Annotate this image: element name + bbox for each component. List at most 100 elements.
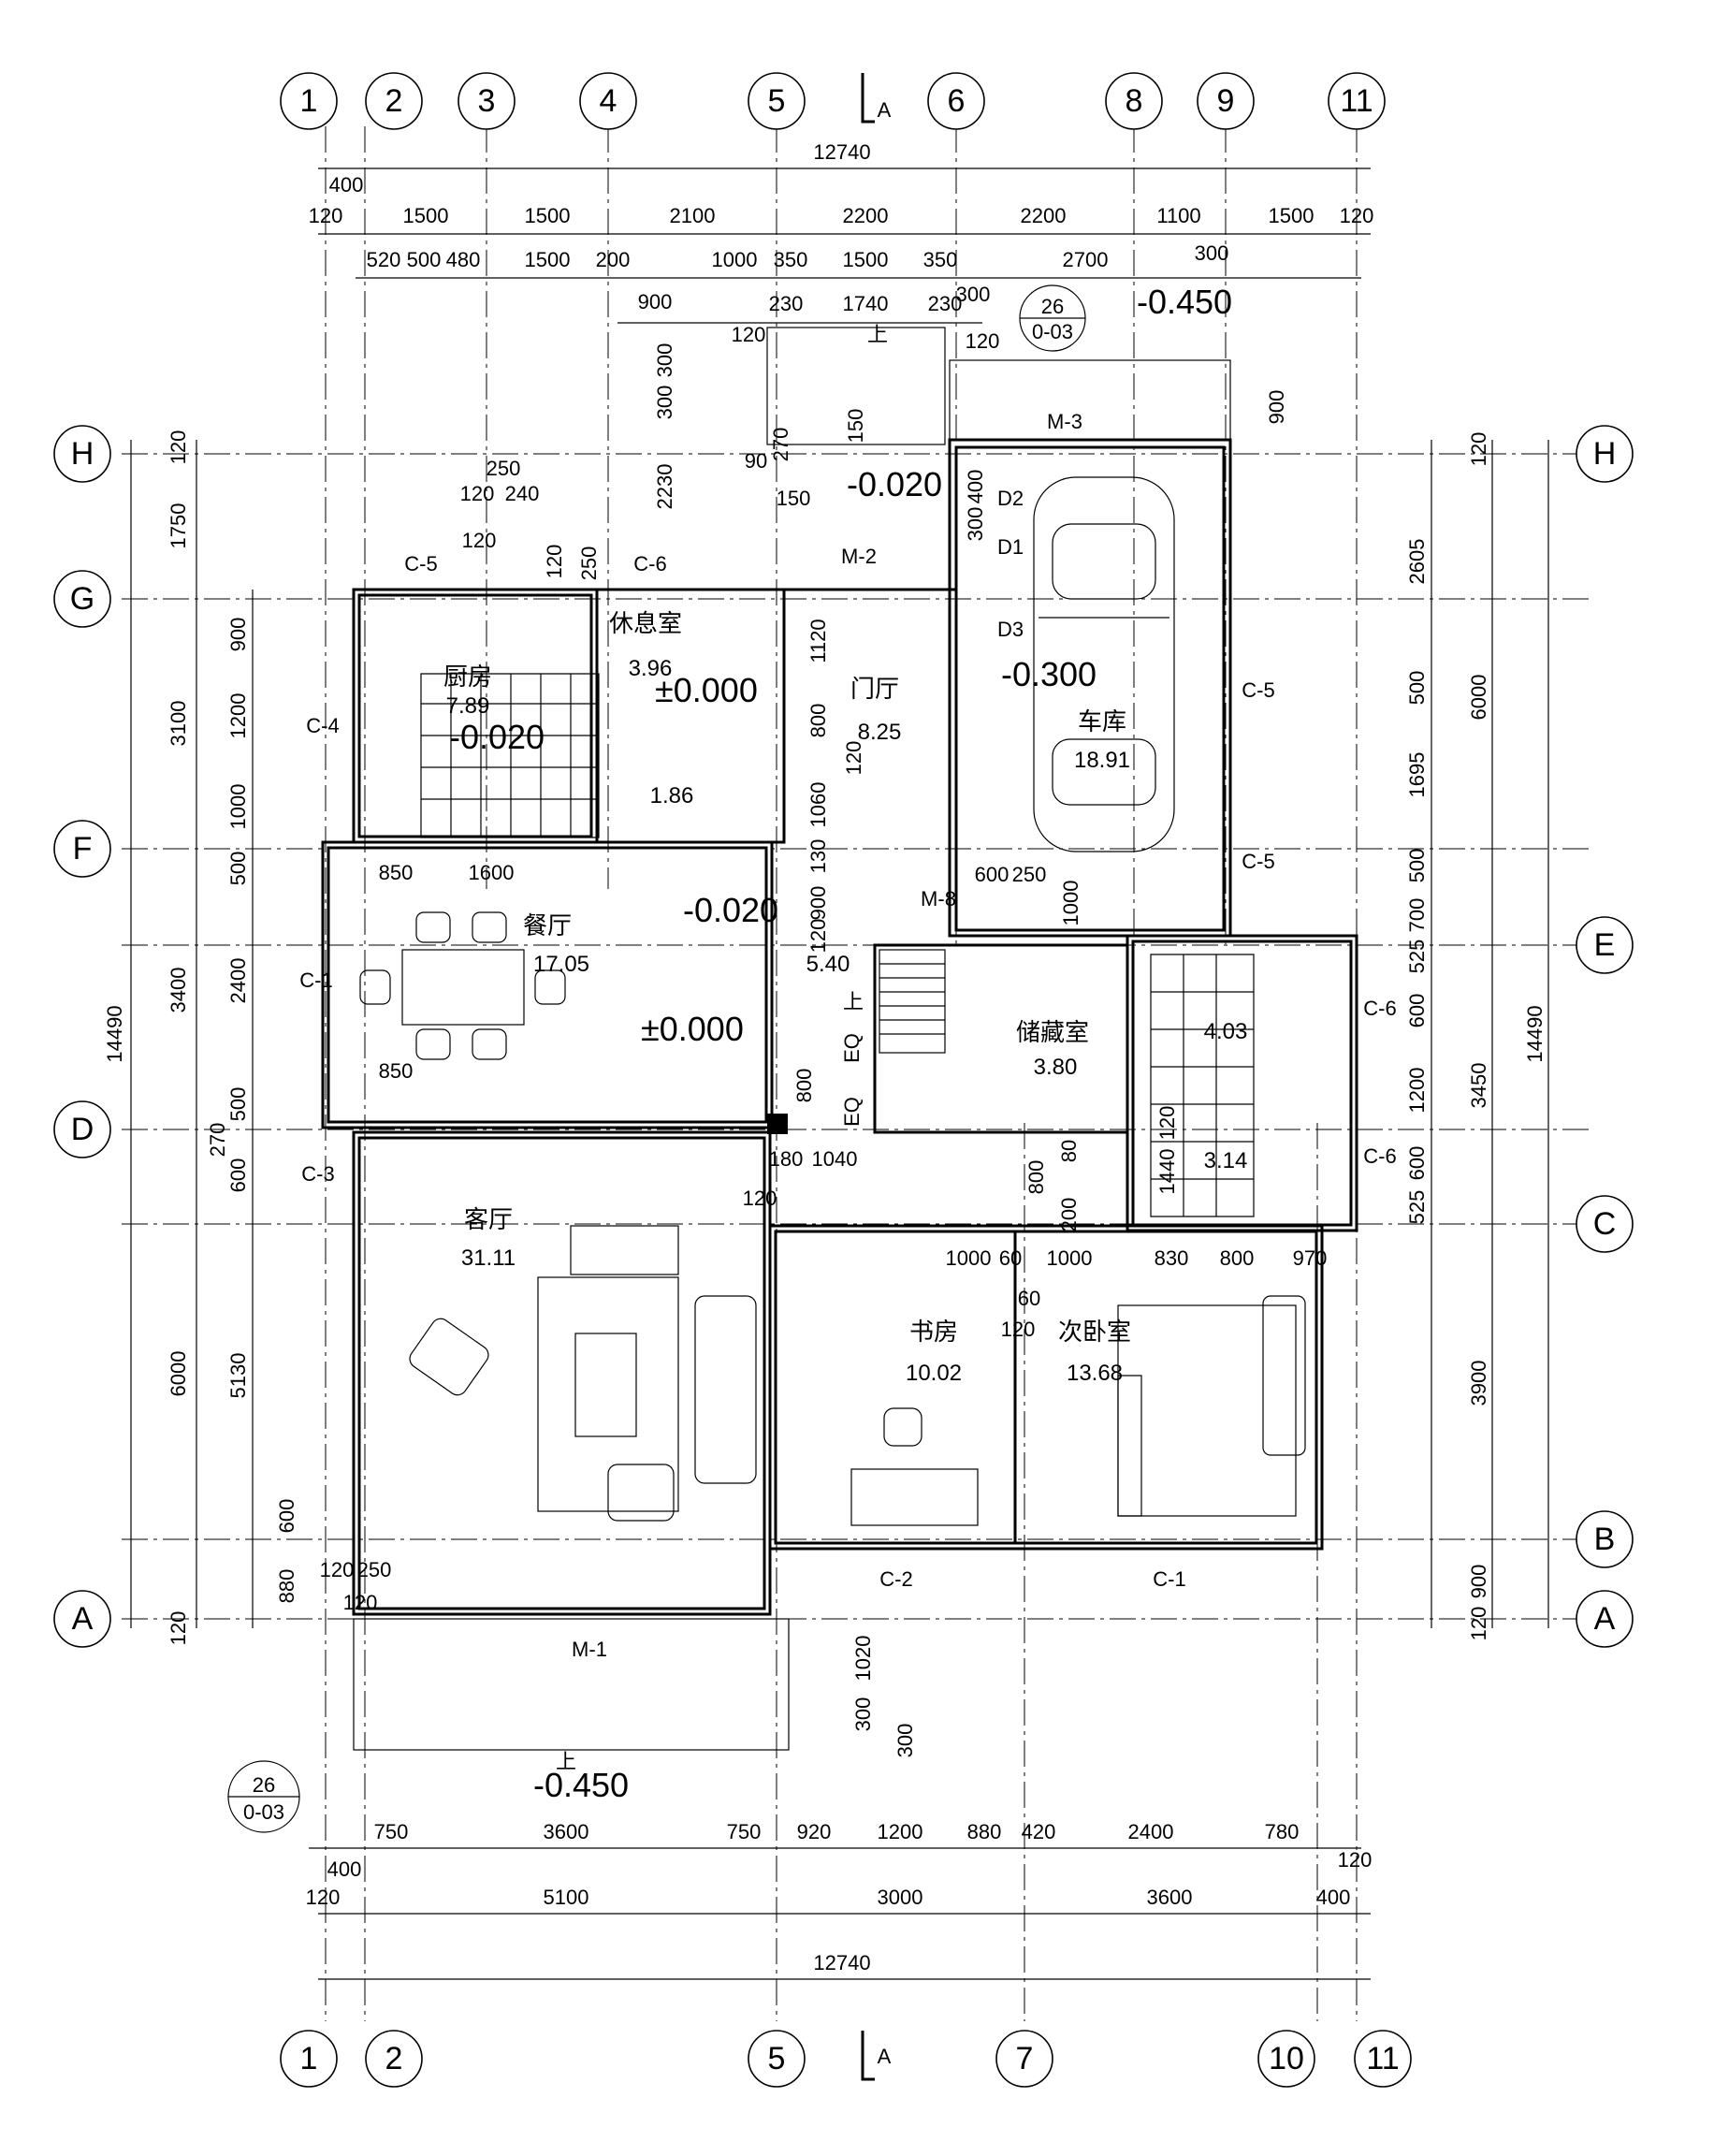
opening-labels: C-5 C-6 C-4 C-1 C-3 C-5 C-5 C-6 C-6 C-2 … [299, 323, 1396, 1773]
svg-text:350: 350 [774, 248, 808, 271]
svg-text:250: 250 [357, 1558, 392, 1581]
axis-bubbles-right: H E C B A [1576, 425, 1634, 1648]
svg-text:270: 270 [769, 428, 792, 462]
svg-text:±0.000: ±0.000 [655, 671, 758, 709]
svg-text:1020: 1020 [851, 1636, 875, 1682]
detail-ref-bottom-num: 26 [253, 1773, 275, 1797]
svg-text:3450: 3450 [1467, 1063, 1490, 1109]
svg-text:1200: 1200 [1405, 1068, 1429, 1114]
room-name-storage: 储藏室 [1016, 1018, 1089, 1046]
svg-text:120: 120 [1467, 432, 1490, 467]
svg-text:A: A [72, 1601, 94, 1637]
svg-text:400: 400 [964, 470, 987, 504]
svg-text:300: 300 [851, 1697, 875, 1732]
room-name-living: 客厅 [464, 1205, 513, 1233]
svg-text:7.89: 7.89 [446, 693, 490, 719]
tile-hatching [420, 673, 1255, 1217]
svg-text:4: 4 [600, 83, 617, 119]
elevations: -0.450 -0.020 ±0.000 -0.300 -0.020 -0.02… [449, 283, 1232, 1804]
svg-text:1060: 1060 [806, 782, 830, 828]
svg-text:400: 400 [329, 173, 364, 197]
svg-text:120: 120 [732, 323, 766, 346]
svg-text:780: 780 [1265, 1820, 1300, 1843]
svg-text:400: 400 [327, 1857, 362, 1881]
svg-text:1500: 1500 [525, 248, 571, 271]
svg-text:900: 900 [1467, 1565, 1490, 1599]
svg-text:850: 850 [379, 1059, 414, 1083]
svg-text:120: 120 [1467, 1607, 1490, 1641]
axis-top-2: 2 [365, 72, 423, 130]
room-name-study: 书房 [909, 1318, 958, 1346]
svg-text:920: 920 [797, 1820, 832, 1843]
svg-text:M-3: M-3 [1047, 410, 1082, 433]
svg-text:5: 5 [768, 2041, 786, 2076]
svg-text:150: 150 [844, 409, 867, 444]
svg-text:800: 800 [1024, 1160, 1048, 1195]
svg-text:1000: 1000 [712, 248, 758, 271]
svg-text:2605: 2605 [1405, 539, 1429, 585]
svg-text:600: 600 [226, 1158, 250, 1193]
room-name-garage: 车库 [1078, 707, 1126, 736]
svg-text:500: 500 [407, 248, 442, 271]
svg-text:F: F [73, 831, 93, 867]
detail-ref-top-sheet: 0-03 [1032, 320, 1073, 343]
room-name-entrance: 门厅 [850, 675, 899, 703]
svg-text:150: 150 [777, 487, 811, 510]
svg-text:1440: 1440 [1155, 1149, 1179, 1195]
dimension-lines [130, 168, 1549, 1980]
svg-text:120: 120 [743, 1187, 777, 1210]
svg-text:C-1: C-1 [1153, 1567, 1185, 1591]
axis-right-E: E [1576, 916, 1634, 974]
svg-text:10.02: 10.02 [906, 1361, 962, 1386]
svg-text:1: 1 [300, 83, 318, 119]
svg-text:1000: 1000 [946, 1246, 992, 1270]
column-marker [767, 1114, 788, 1134]
svg-text:C-5: C-5 [1242, 678, 1274, 702]
svg-text:800: 800 [792, 1069, 816, 1103]
svg-text:120: 120 [806, 919, 830, 954]
svg-text:525: 525 [1405, 1190, 1429, 1225]
svg-text:1000: 1000 [1059, 881, 1082, 926]
svg-text:120: 120 [966, 329, 1000, 353]
axis-top-6: 6 [927, 72, 985, 130]
svg-text:5: 5 [768, 83, 786, 119]
svg-text:800: 800 [1220, 1246, 1255, 1270]
room-name-second-bedroom: 次卧室 [1058, 1318, 1131, 1346]
svg-text:3.96: 3.96 [629, 656, 673, 681]
svg-text:1500: 1500 [1269, 204, 1315, 227]
svg-text:750: 750 [374, 1820, 409, 1843]
area-bathroom-2: 3.14 [1204, 1148, 1248, 1173]
svg-text:3.80: 3.80 [1034, 1055, 1078, 1080]
svg-text:180: 180 [769, 1147, 804, 1171]
svg-text:1500: 1500 [843, 248, 889, 271]
svg-text:1: 1 [300, 2041, 318, 2076]
svg-text:C-6: C-6 [1363, 1144, 1396, 1168]
svg-text:1000: 1000 [1047, 1246, 1093, 1270]
svg-text:130: 130 [806, 839, 830, 874]
svg-text:200: 200 [596, 248, 631, 271]
axis-left-F: F [53, 820, 111, 878]
axis-right-A: A [1576, 1590, 1634, 1648]
svg-text:90: 90 [745, 449, 767, 473]
svg-text:-0.450: -0.450 [1137, 283, 1232, 321]
svg-text:3400: 3400 [167, 968, 190, 1013]
svg-text:200: 200 [1057, 1198, 1081, 1232]
svg-text:2100: 2100 [670, 204, 716, 227]
svg-text:-0.450: -0.450 [533, 1766, 629, 1804]
svg-text:E: E [1594, 927, 1616, 963]
svg-text:±0.000: ±0.000 [641, 1010, 744, 1048]
svg-text:500: 500 [1405, 671, 1429, 706]
dim-bottom-total: 12740 [813, 1951, 870, 1974]
svg-text:A: A [1594, 1601, 1616, 1637]
svg-text:300: 300 [964, 507, 987, 542]
svg-text:300: 300 [1195, 241, 1229, 265]
room-name-kitchen: 厨房 [443, 663, 492, 691]
svg-text:520: 520 [367, 248, 401, 271]
svg-text:-0.020: -0.020 [847, 465, 942, 503]
svg-text:120: 120 [167, 1611, 190, 1646]
svg-text:500: 500 [226, 1087, 250, 1122]
axis-left-H: H [53, 425, 111, 483]
bedroom-furniture [850, 1295, 1306, 1526]
svg-text:120: 120 [343, 1591, 378, 1614]
